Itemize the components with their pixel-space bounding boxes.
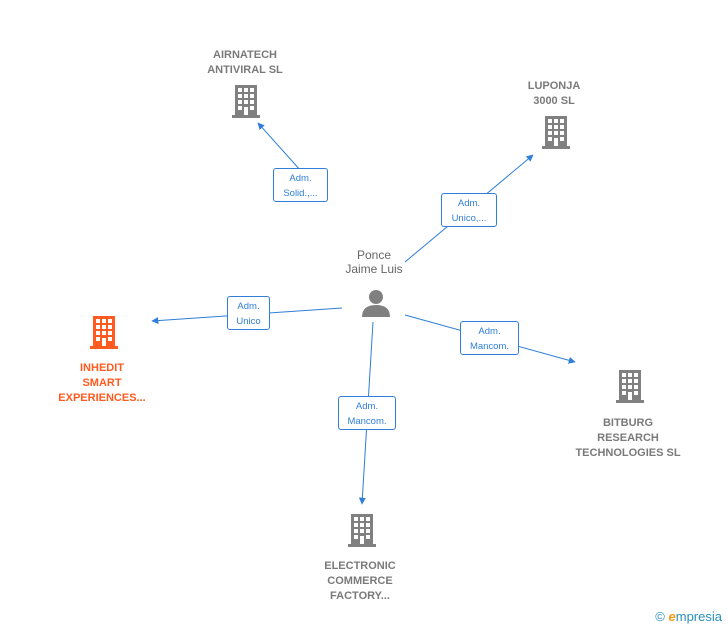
brand-logo: © empresia	[655, 609, 722, 624]
brand-initial: e	[668, 609, 676, 624]
building-icon[interactable]	[232, 85, 260, 118]
person-icon[interactable]	[362, 290, 390, 317]
company-label-luponja[interactable]: LUPONJA 3000 SL	[527, 80, 581, 107]
building-icon[interactable]	[542, 116, 570, 149]
building-icon[interactable]	[616, 370, 644, 403]
company-label-electronic[interactable]: ELECTRONIC COMMERCE FACTORY...	[324, 560, 396, 602]
company-label-inhedit[interactable]: INHEDIT SMART EXPERIENCES...	[58, 362, 146, 404]
person-label[interactable]: Ponce Jaime Luis	[345, 248, 403, 276]
company-label-bitburg[interactable]: BITBURG RESEARCH TECHNOLOGIES SL	[575, 417, 681, 459]
relation-label-inhedit[interactable]: Adm. Unico	[227, 296, 270, 330]
relation-label-electronic[interactable]: Adm. Mancom.	[338, 396, 396, 430]
brand-name: mpresia	[675, 609, 722, 624]
copyright-symbol: ©	[655, 609, 665, 624]
relation-label-airnatech[interactable]: Adm. Solid.,...	[273, 168, 328, 202]
relation-label-bitburg[interactable]: Adm. Mancom.	[460, 321, 519, 355]
building-icon[interactable]	[348, 514, 376, 547]
company-label-airnatech[interactable]: AIRNATECH ANTIVIRAL SL	[207, 49, 283, 76]
building-icon[interactable]	[90, 316, 118, 349]
relation-label-luponja[interactable]: Adm. Unico,...	[441, 193, 497, 227]
